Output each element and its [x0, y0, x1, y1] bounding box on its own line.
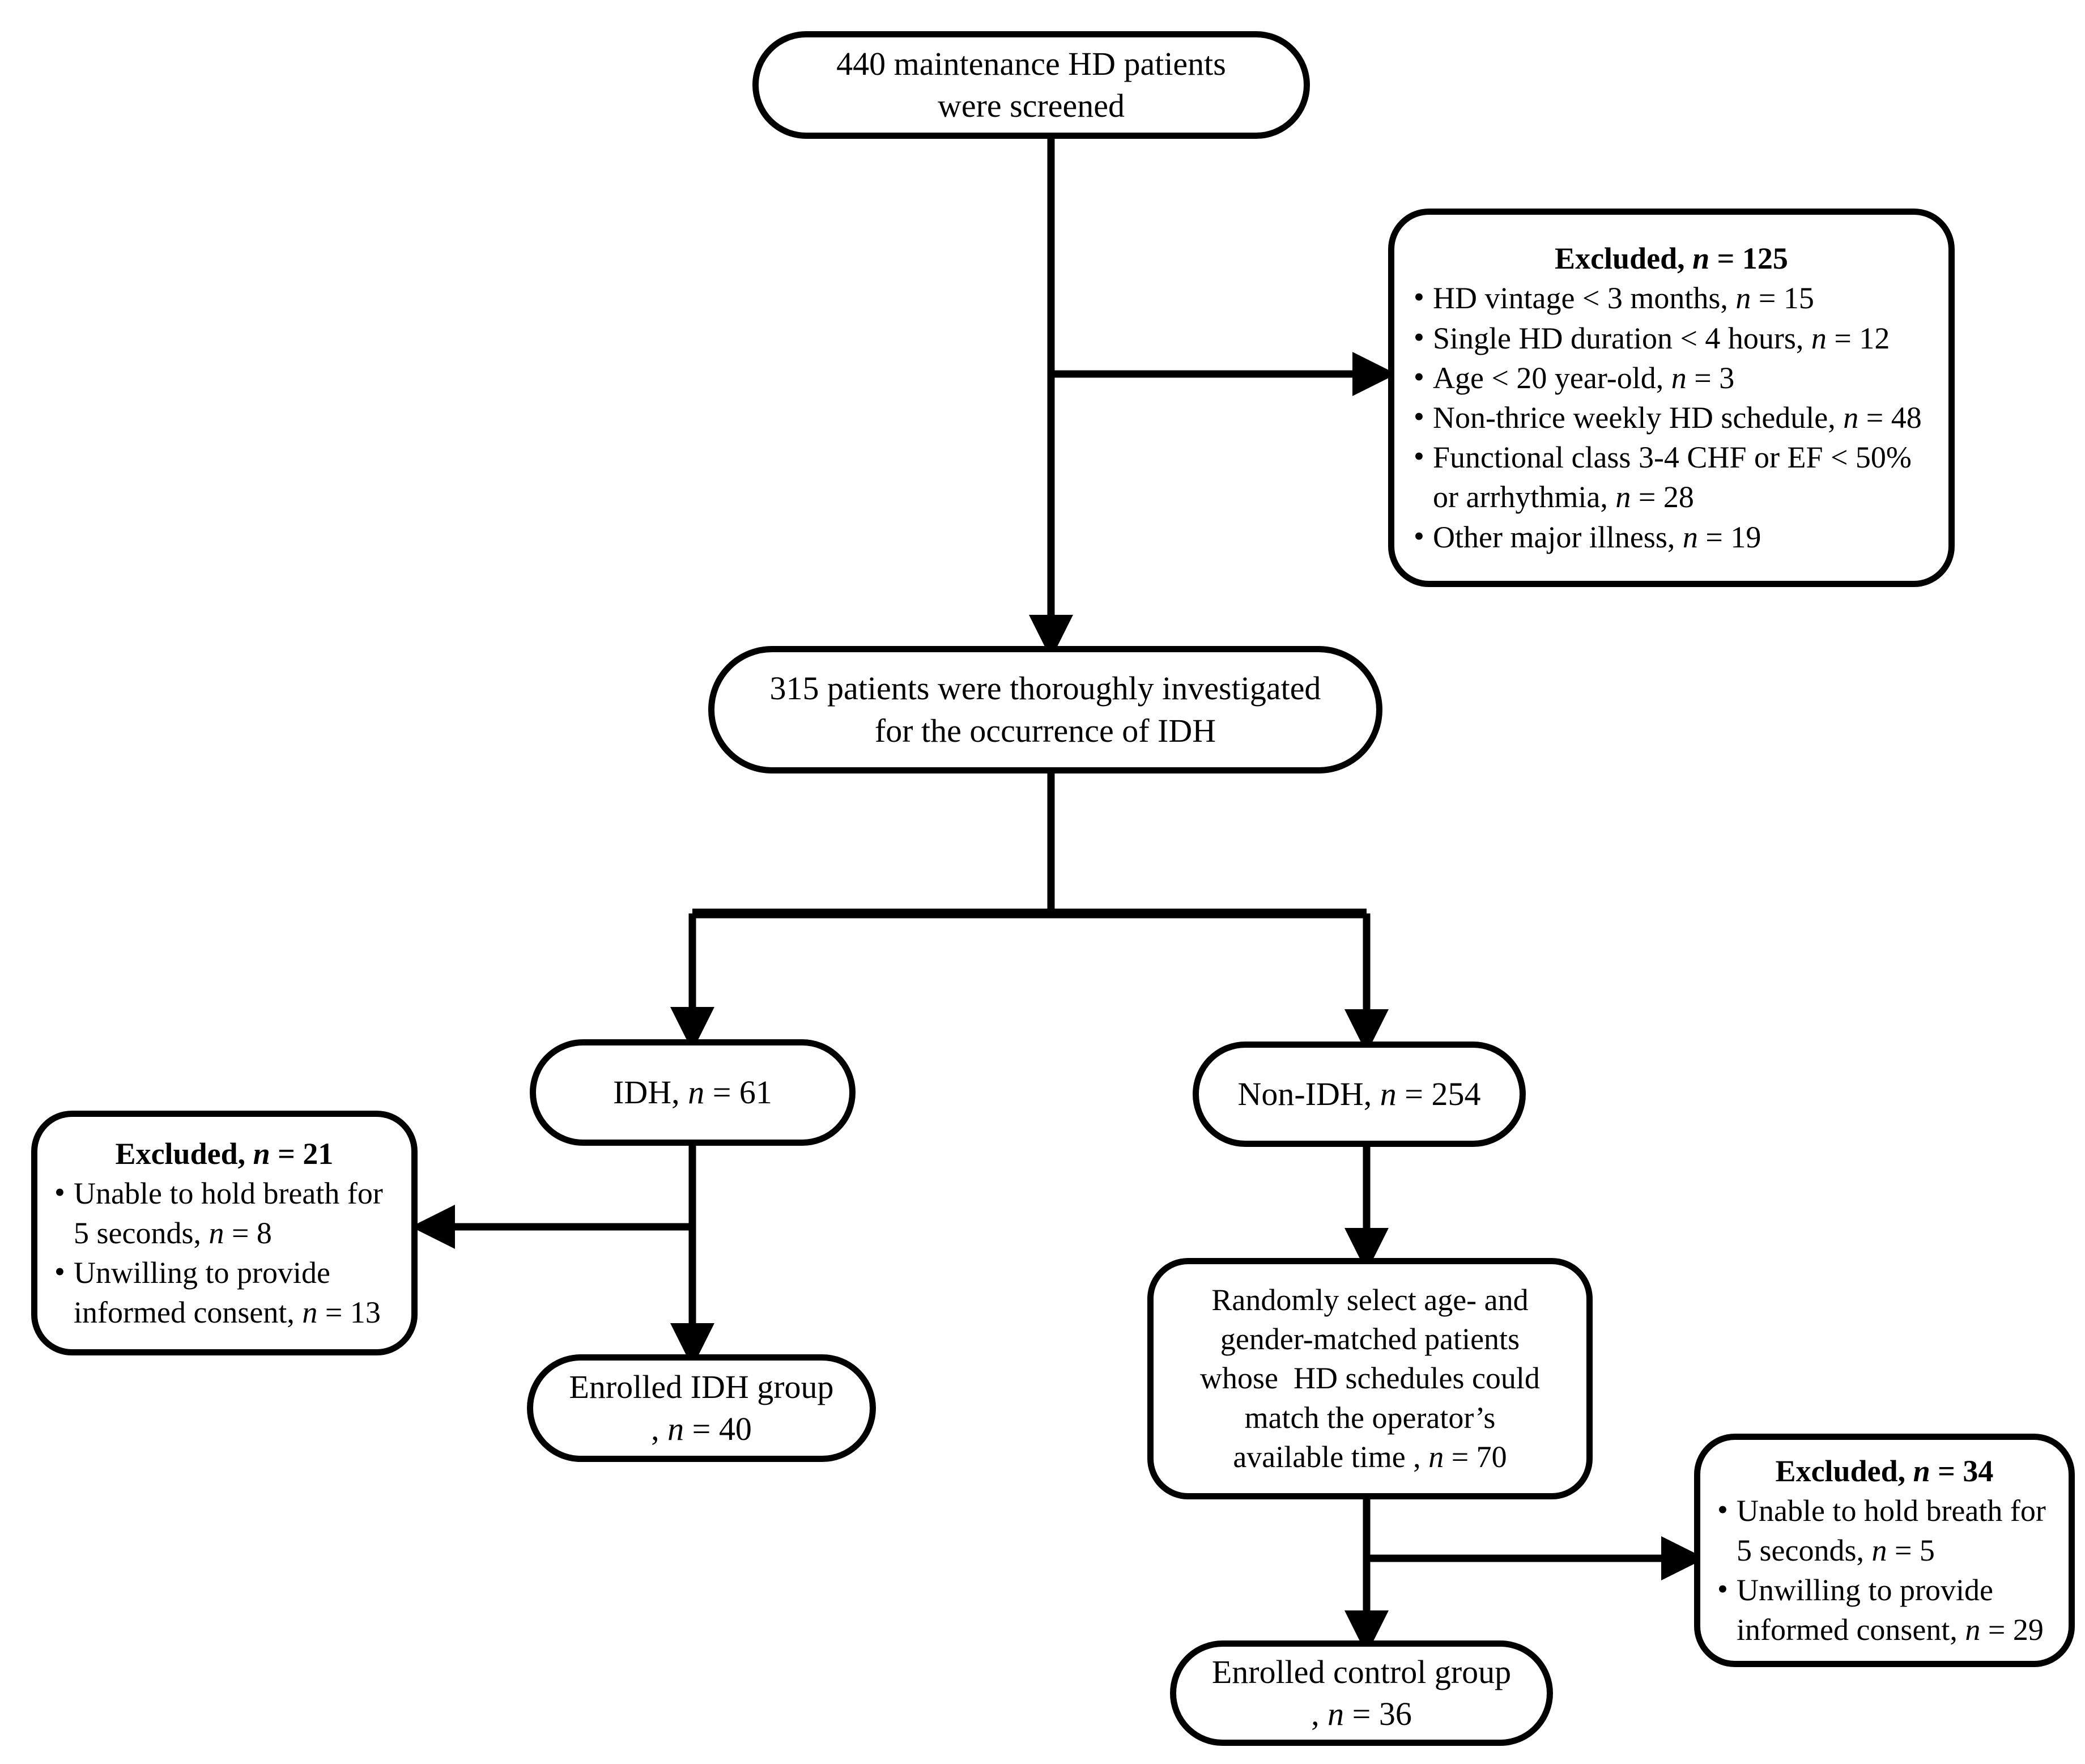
- bullet-icon: •: [1717, 1492, 1728, 1527]
- node-non-idh: Non-IDH, n = 254: [1193, 1042, 1526, 1147]
- list-item: •Other major illness, n = 19: [1406, 517, 1937, 557]
- list-item: •Unable to hold breath for 5 seconds, n …: [1709, 1491, 2060, 1570]
- screened-line-1: 440 maintenance HD patients: [836, 45, 1226, 82]
- bullet-icon: •: [54, 1255, 65, 1289]
- bullet-icon: •: [1414, 518, 1424, 553]
- list-item: •Functional class 3-4 CHF or EF < 50% or…: [1406, 437, 1937, 517]
- list-item: •Non-thrice weekly HD schedule, n = 48: [1406, 398, 1937, 437]
- non-idh-label: Non-IDH, n = 254: [1237, 1075, 1481, 1112]
- node-excluded-34: Excluded, n = 34 •Unable to hold breath …: [1694, 1434, 2075, 1667]
- investigated-line-1: 315 patients were thoroughly investigate…: [769, 670, 1321, 707]
- list-item: •Unwilling to provide informed consent, …: [46, 1253, 402, 1332]
- node-randomly-select: Randomly select age- and gender-matched …: [1147, 1258, 1593, 1499]
- excluded-21-heading: Excluded, n = 21: [115, 1136, 334, 1171]
- node-screened: 440 maintenance HD patients were screene…: [752, 31, 1310, 139]
- excluded-125-heading: Excluded, n = 125: [1555, 241, 1788, 276]
- bullet-icon: •: [1717, 1572, 1728, 1606]
- enrolled-control-line-2: , n = 36: [1311, 1695, 1412, 1732]
- random-line-4: match the operator’s: [1244, 1400, 1496, 1435]
- list-item: •Age < 20 year-old, n = 3: [1406, 358, 1937, 398]
- node-enrolled-idh: Enrolled IDH group , n = 40: [527, 1354, 876, 1462]
- list-item: •HD vintage < 3 months, n = 15: [1406, 278, 1937, 318]
- excluded-21-list: •Unable to hold breath for 5 seconds, n …: [46, 1174, 402, 1333]
- list-item: •Unwilling to provide informed consent, …: [1709, 1570, 2060, 1650]
- idh-label: IDH, n = 61: [613, 1073, 772, 1111]
- bullet-icon: •: [1414, 439, 1424, 474]
- random-line-5: available time , n = 70: [1233, 1439, 1507, 1474]
- random-line-1: Randomly select age- and: [1211, 1283, 1529, 1317]
- bullet-icon: •: [1414, 399, 1424, 433]
- enrolled-idh-line-1: Enrolled IDH group: [569, 1368, 834, 1405]
- list-item: •Single HD duration < 4 hours, n = 12: [1406, 318, 1937, 358]
- random-line-2: gender-matched patients: [1220, 1322, 1520, 1357]
- bullet-icon: •: [1414, 280, 1424, 314]
- excluded-34-list: •Unable to hold breath for 5 seconds, n …: [1709, 1491, 2060, 1650]
- node-investigated: 315 patients were thoroughly investigate…: [708, 646, 1382, 773]
- bullet-icon: •: [1414, 320, 1424, 354]
- enrolled-idh-line-2: , n = 40: [651, 1410, 752, 1447]
- list-item: •Unable to hold breath for 5 seconds, n …: [46, 1174, 402, 1253]
- node-enrolled-control: Enrolled control group , n = 36: [1170, 1640, 1553, 1746]
- enrolled-control-line-1: Enrolled control group: [1211, 1653, 1512, 1690]
- node-idh: IDH, n = 61: [530, 1039, 856, 1146]
- bullet-icon: •: [54, 1175, 65, 1209]
- screened-line-2: were screened: [937, 87, 1125, 124]
- node-excluded-125: Excluded, n = 125 •HD vintage < 3 months…: [1388, 209, 1955, 587]
- excluded-125-list: •HD vintage < 3 months, n = 15 •Single H…: [1406, 278, 1937, 556]
- node-excluded-21: Excluded, n = 21 •Unable to hold breath …: [31, 1111, 418, 1355]
- bullet-icon: •: [1414, 359, 1424, 394]
- random-line-3: whose HD schedules could: [1200, 1361, 1540, 1396]
- excluded-34-heading: Excluded, n = 34: [1775, 1453, 1994, 1488]
- investigated-line-2: for the occurrence of IDH: [874, 712, 1216, 749]
